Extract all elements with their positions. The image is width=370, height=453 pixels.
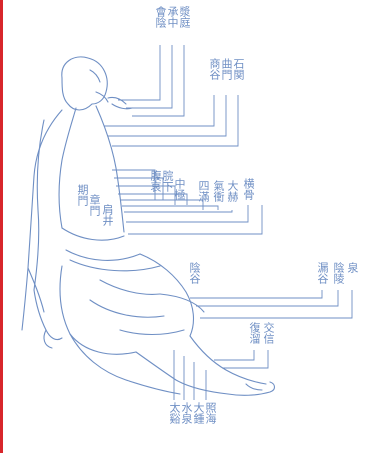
acupoint-label: 照海 <box>204 402 216 424</box>
acupoint-label: 肩井 <box>101 204 113 226</box>
acupoint-label: 泉 <box>346 262 358 273</box>
acupoint-label: 脘下 <box>161 170 173 192</box>
acupoint-label: 曲門 <box>220 58 232 80</box>
acupoint-label: 復溜 <box>248 322 260 344</box>
acupoint-label: 章門 <box>88 194 100 216</box>
acupoint-label: 承中 <box>166 6 178 28</box>
acupoint-label: 陰谷 <box>188 262 200 284</box>
acupoint-label: 期門 <box>76 184 88 206</box>
acupoint-label: 氣衝 <box>212 180 224 202</box>
acupoint-label: 漿庭 <box>178 6 190 28</box>
acupoint-label: 商谷 <box>208 58 220 80</box>
acupoint-label: 大赫 <box>226 180 238 202</box>
acupoint-label: 横骨 <box>242 178 254 200</box>
acupoint-label: 會陰 <box>154 6 166 28</box>
acupoint-label: 中極 <box>173 178 185 200</box>
acupoint-label: 腹哀 <box>149 170 161 192</box>
acupoint-label: 四滿 <box>197 180 209 202</box>
acupoint-label: 漏谷 <box>316 262 328 284</box>
acupoint-label: 太谿 <box>168 402 180 424</box>
acupoint-label: 陰陵 <box>332 262 344 284</box>
acupoint-label: 石関 <box>232 58 244 80</box>
acupoint-label: 水泉 <box>180 402 192 424</box>
acupoint-label: 交信 <box>262 322 274 344</box>
acupoint-label: 大鍾 <box>192 402 204 424</box>
acupoint-leader-lines <box>104 45 352 400</box>
